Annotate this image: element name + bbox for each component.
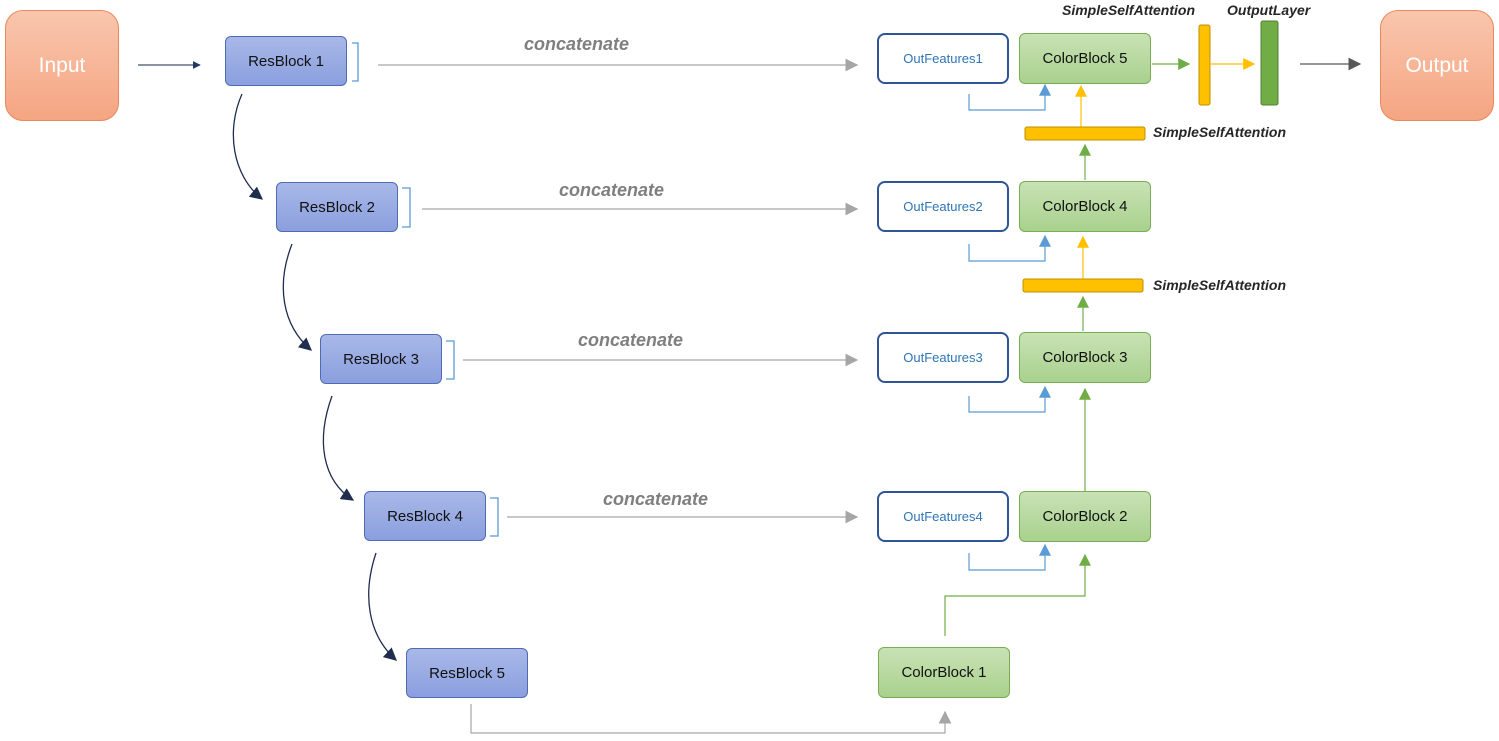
resblock-1-label: ResBlock 1 [248, 52, 324, 70]
input-label: Input [38, 53, 86, 77]
resblock-1: ResBlock 1 [225, 36, 347, 86]
skip-curve-2-3 [282, 243, 312, 351]
outfeatures-4: OutFeatures4 [877, 491, 1009, 542]
resblock-3: ResBlock 3 [320, 334, 442, 384]
output-layer-bar [1260, 20, 1279, 106]
outfeatures-1-label: OutFeatures1 [903, 51, 983, 66]
outfeatures-1: OutFeatures1 [877, 33, 1009, 84]
input-node: Input [5, 10, 119, 121]
output-label: Output [1405, 53, 1469, 77]
bracket-1 [352, 42, 359, 82]
concat-label-2: concatenate [559, 180, 665, 200]
colorblock-3-label: ColorBlock 3 [1042, 349, 1128, 366]
colorblock-2: ColorBlock 2 [1019, 491, 1151, 542]
resblock-4: ResBlock 4 [364, 491, 486, 541]
colorblock-1-label: ColorBlock 1 [901, 664, 987, 681]
colorblock-2-label: ColorBlock 2 [1042, 508, 1128, 525]
feature-link-1 [968, 83, 1051, 111]
outfeatures-2-label: OutFeatures2 [903, 199, 983, 214]
concat-label-1: concatenate [524, 34, 630, 54]
bracket-3 [446, 340, 455, 380]
concat-label-4: concatenate [603, 489, 709, 509]
bracket-2 [402, 187, 411, 228]
outfeatures-4-label: OutFeatures4 [903, 509, 983, 524]
feature-link-4 [968, 543, 1051, 571]
skip-curve-3-4 [322, 395, 355, 501]
ssa-bar-vertical [1198, 24, 1211, 106]
resblock-4-label: ResBlock 4 [387, 507, 463, 525]
resblock-5: ResBlock 5 [406, 648, 528, 698]
ssa-label-upper: SimpleSelfAttention [1153, 124, 1287, 140]
colorblock-3: ColorBlock 3 [1019, 332, 1151, 383]
ssa-label-lower: SimpleSelfAttention [1153, 277, 1287, 293]
color1-to-color2-arrow [944, 553, 1091, 636]
feature-link-2 [968, 234, 1051, 262]
res5-to-color1-arrow [470, 704, 952, 734]
ssa-bar-upper [1024, 126, 1146, 141]
colorblock-5-label: ColorBlock 5 [1042, 50, 1128, 67]
colorblock-5: ColorBlock 5 [1019, 33, 1151, 84]
colorblock-4-label: ColorBlock 4 [1042, 198, 1128, 215]
colorblock-1: ColorBlock 1 [878, 647, 1010, 698]
output-node: Output [1380, 10, 1494, 121]
resblock-2: ResBlock 2 [276, 182, 398, 232]
skip-curve-1-2 [232, 93, 264, 200]
outfeatures-3: OutFeatures3 [877, 332, 1009, 383]
resblock-2-label: ResBlock 2 [299, 198, 375, 216]
concat-label-3: concatenate [578, 330, 684, 350]
ssa-label-top: SimpleSelfAttention [1062, 2, 1196, 18]
output-layer-label: OutputLayer [1227, 2, 1311, 18]
bracket-4 [490, 497, 499, 537]
feature-link-3 [968, 385, 1051, 413]
skip-curve-4-5 [368, 552, 397, 661]
outfeatures-3-label: OutFeatures3 [903, 350, 983, 365]
outfeatures-2: OutFeatures2 [877, 181, 1009, 232]
resblock-5-label: ResBlock 5 [429, 664, 505, 682]
resblock-3-label: ResBlock 3 [343, 350, 419, 368]
colorblock-4: ColorBlock 4 [1019, 181, 1151, 232]
ssa-bar-lower [1022, 278, 1144, 293]
